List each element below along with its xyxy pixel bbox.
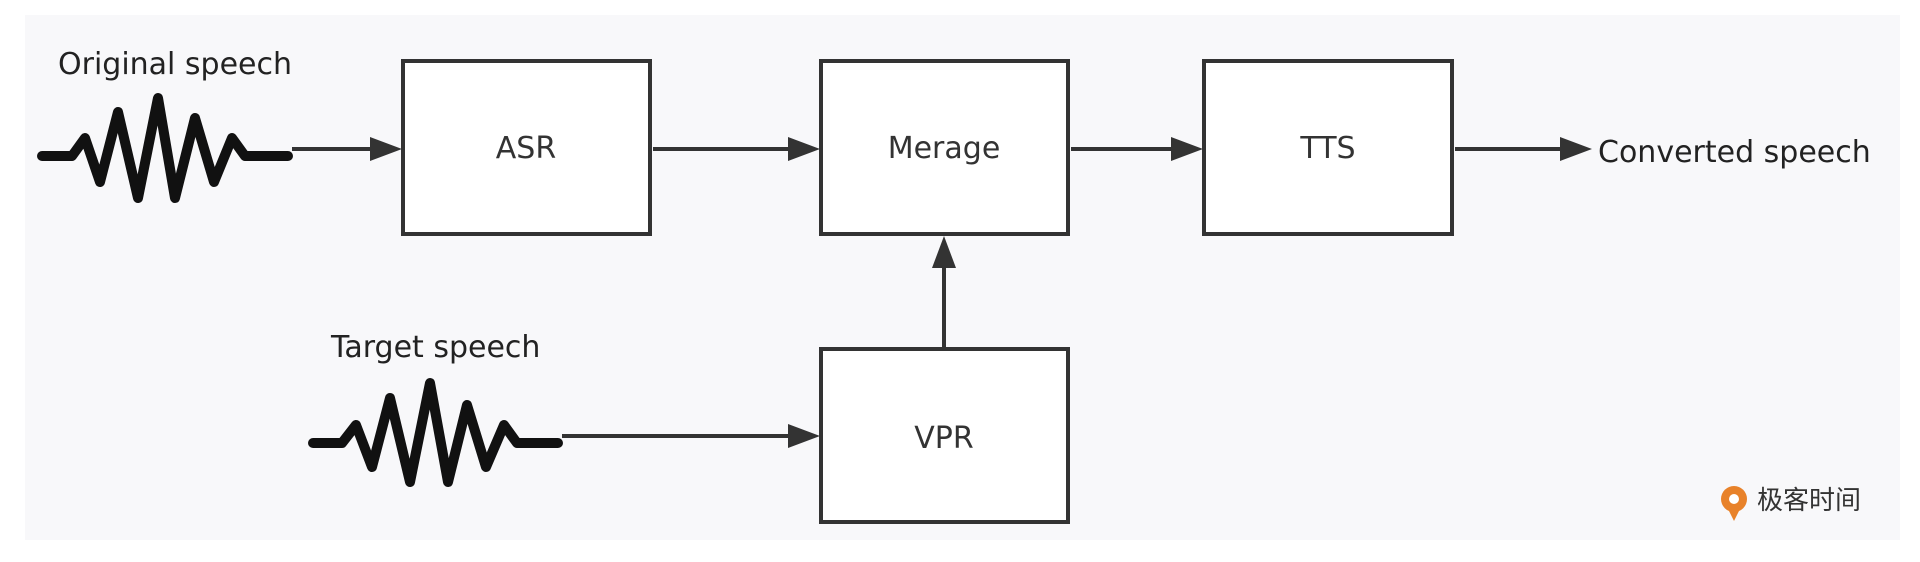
arrow-original-to-asr [292,137,402,161]
asr-block: ASR [401,59,652,236]
brand-logo-icon [1721,486,1747,521]
tts-block: TTS [1202,59,1454,236]
arrow-asr-to-merge [653,137,820,161]
watermark: 极客时间 [1721,486,1861,521]
vpr-block: VPR [819,347,1070,524]
arrow-target-to-vpr [562,424,820,448]
tts-label: TTS [1299,131,1355,166]
original-speech-waveform-icon [37,93,293,203]
target-speech-label: Target speech [330,330,540,365]
arrow-tts-to-output [1455,137,1592,161]
arrow-vpr-to-merge [932,236,956,347]
watermark-text: 极客时间 [1757,486,1861,516]
merge-label: Merage [888,131,1001,166]
target-speech-waveform-icon [308,378,563,487]
arrow-merge-to-tts [1071,137,1203,161]
converted-speech-label: Converted speech [1598,135,1871,170]
merge-block: Merage [819,59,1070,236]
original-speech-label: Original speech [58,47,292,82]
vpr-label: VPR [914,421,973,456]
asr-label: ASR [496,131,556,166]
